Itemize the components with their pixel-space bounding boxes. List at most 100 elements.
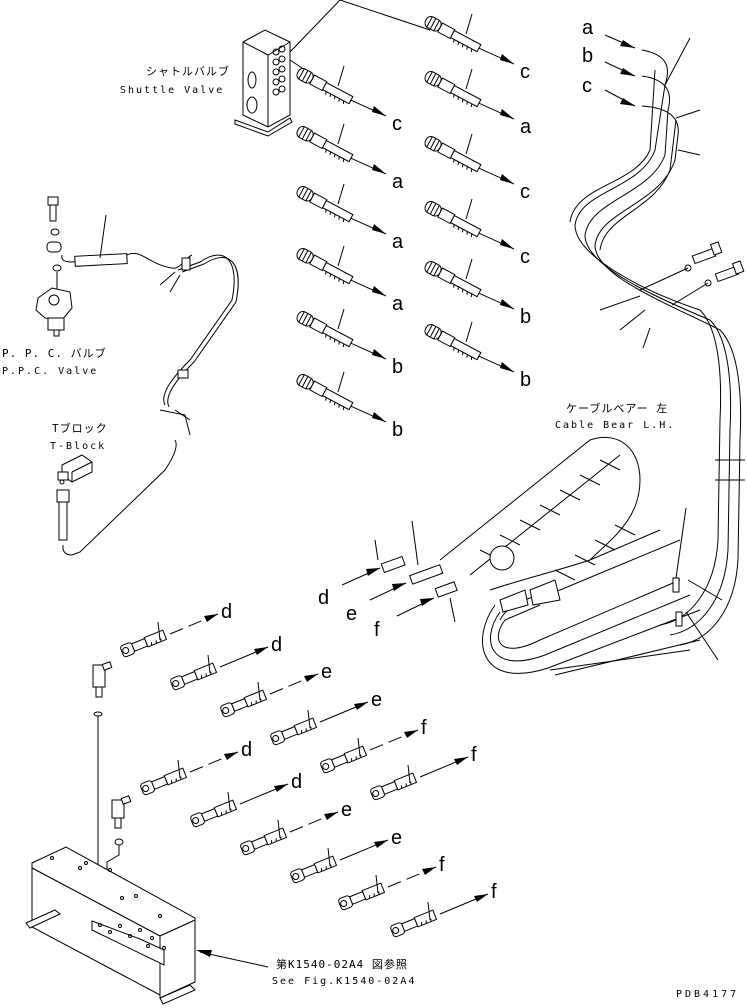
shuttle-valve-label-jp: シャトルバルブ (146, 64, 230, 78)
lower-hose-row1-5[interactable]: f (370, 744, 477, 801)
arrow-icon (500, 54, 514, 64)
hose-letter: f (471, 744, 477, 766)
cable-bear-bottom-inlets (341, 520, 458, 623)
arrow-icon (422, 867, 436, 875)
cable-bear-label-en: Cable Bear L.H. (555, 420, 675, 431)
hose-letter: e (391, 827, 402, 849)
arrow-icon (204, 614, 218, 622)
arrow-icon (500, 362, 514, 372)
upper-hose-right-4[interactable]: b (423, 258, 531, 328)
upper-hose-right-2[interactable]: c (423, 133, 530, 203)
cable-bear-hose-bundle (569, 37, 745, 646)
inlet-letter-top-0: a (582, 17, 594, 39)
shuttle-valve-label-en: Shuttle Valve (120, 85, 224, 96)
arrow-icon (324, 812, 338, 820)
cable-bear-label-jp: ケーブルベアー 左 (566, 401, 668, 415)
mounting-bracket[interactable] (25, 846, 196, 1005)
hose-letter: d (221, 601, 232, 623)
lower-hose-row2-4[interactable]: f (338, 854, 445, 911)
arrow-icon (372, 349, 386, 359)
arrow-icon (372, 106, 386, 116)
hose-letter: a (392, 171, 404, 193)
reference-label-en: See Fig.K1540-02A4 (272, 976, 416, 987)
hose-letter: b (392, 419, 403, 441)
hose-letter: c (520, 246, 530, 268)
hose-letter: d (291, 771, 302, 793)
arrow-icon (254, 647, 268, 655)
t-block-label-jp: Tブロック (52, 421, 108, 435)
upper-hose-left-4[interactable]: b (295, 308, 403, 378)
arrow-icon (474, 894, 488, 902)
arrow-icon (372, 286, 386, 296)
upper-hose-right-5[interactable]: b (423, 321, 531, 391)
arrow-icon (500, 239, 514, 249)
upper-hose-left-0[interactable]: c (295, 65, 402, 135)
ppc-valve[interactable] (35, 196, 73, 337)
hose-letter: a (392, 293, 404, 315)
hose-letter: a (520, 116, 532, 138)
hose-letter: f (421, 717, 427, 739)
lower-hose-row2-0[interactable]: d (140, 739, 252, 796)
lower-hose-row1-1[interactable]: d (170, 634, 282, 691)
lower-hose-row2-2[interactable]: e (240, 799, 352, 856)
drawing-code: PDB4177 (676, 989, 739, 1000)
lower-hose-row2-1[interactable]: d (190, 771, 302, 828)
reference-leader (196, 950, 269, 968)
shuttle-valve[interactable] (234, 0, 431, 137)
lower-hose-row1-4[interactable]: f (320, 717, 427, 774)
hose-letter: f (439, 854, 445, 876)
arrow-icon (372, 164, 386, 174)
lower-hose-row1-0[interactable]: d (120, 601, 232, 658)
ppc-hose (61, 214, 239, 436)
t-block[interactable] (57, 454, 93, 485)
inlet-letter-top-1: b (582, 45, 593, 67)
lower-hose-row2-3[interactable]: e (290, 827, 402, 884)
arrow-icon (274, 784, 288, 792)
t-block-label-en: T-Block (50, 441, 106, 452)
lower-hose-row1-3[interactable]: e (270, 689, 382, 746)
ppc-valve-label-jp: P. P. C. バルブ (2, 346, 107, 360)
upper-hose-right-1[interactable]: a (423, 68, 532, 138)
upper-hose-left-1[interactable]: a (295, 123, 404, 193)
upper-hose-left-5[interactable]: b (295, 371, 403, 441)
arrow-icon (500, 174, 514, 184)
ppc-valve-label-en: P.P.C. Valve (2, 366, 98, 377)
inlet-letter-bottom-1: e (346, 603, 357, 625)
arrow-icon (354, 702, 368, 710)
inlet-letter-top-2: c (582, 75, 592, 97)
upper-hose-right-0[interactable]: c (423, 13, 530, 83)
hose-letter: c (520, 181, 530, 203)
hose-letter: a (392, 231, 404, 253)
arrow-icon (500, 109, 514, 119)
inlet-letter-bottom-2: f (374, 619, 380, 641)
hose-letter: e (341, 799, 352, 821)
lower-hose-row1-2[interactable]: e (220, 661, 332, 718)
arrow-icon (500, 299, 514, 309)
hose-letter: e (321, 661, 332, 683)
arrow-icon (404, 730, 418, 738)
inlet-letter-bottom-0: d (318, 587, 329, 609)
upper-hose-left-2[interactable]: a (295, 183, 404, 253)
hose-letter: f (491, 881, 497, 903)
upper-hose-left-3[interactable]: a (295, 245, 404, 315)
arrow-icon (304, 674, 318, 682)
hose-letter: d (241, 739, 252, 761)
hose-letter: e (371, 689, 382, 711)
hose-letter: b (520, 369, 531, 391)
hose-letter: b (520, 306, 531, 328)
cable-bear-top-inlets (604, 34, 636, 107)
upper-hose-right-3[interactable]: c (423, 198, 530, 268)
arrow-icon (224, 752, 238, 760)
lower-hose-row2-5[interactable]: f (390, 881, 497, 938)
arrow-icon (372, 412, 386, 422)
t-block-fitting[interactable] (56, 439, 177, 556)
hose-letter: d (271, 634, 282, 656)
clamp-bolts[interactable] (599, 241, 745, 349)
cable-bear-lower-loop (482, 507, 723, 676)
cable-bear[interactable] (439, 436, 681, 621)
hose-letter: c (392, 113, 402, 135)
arrow-icon (372, 224, 386, 234)
